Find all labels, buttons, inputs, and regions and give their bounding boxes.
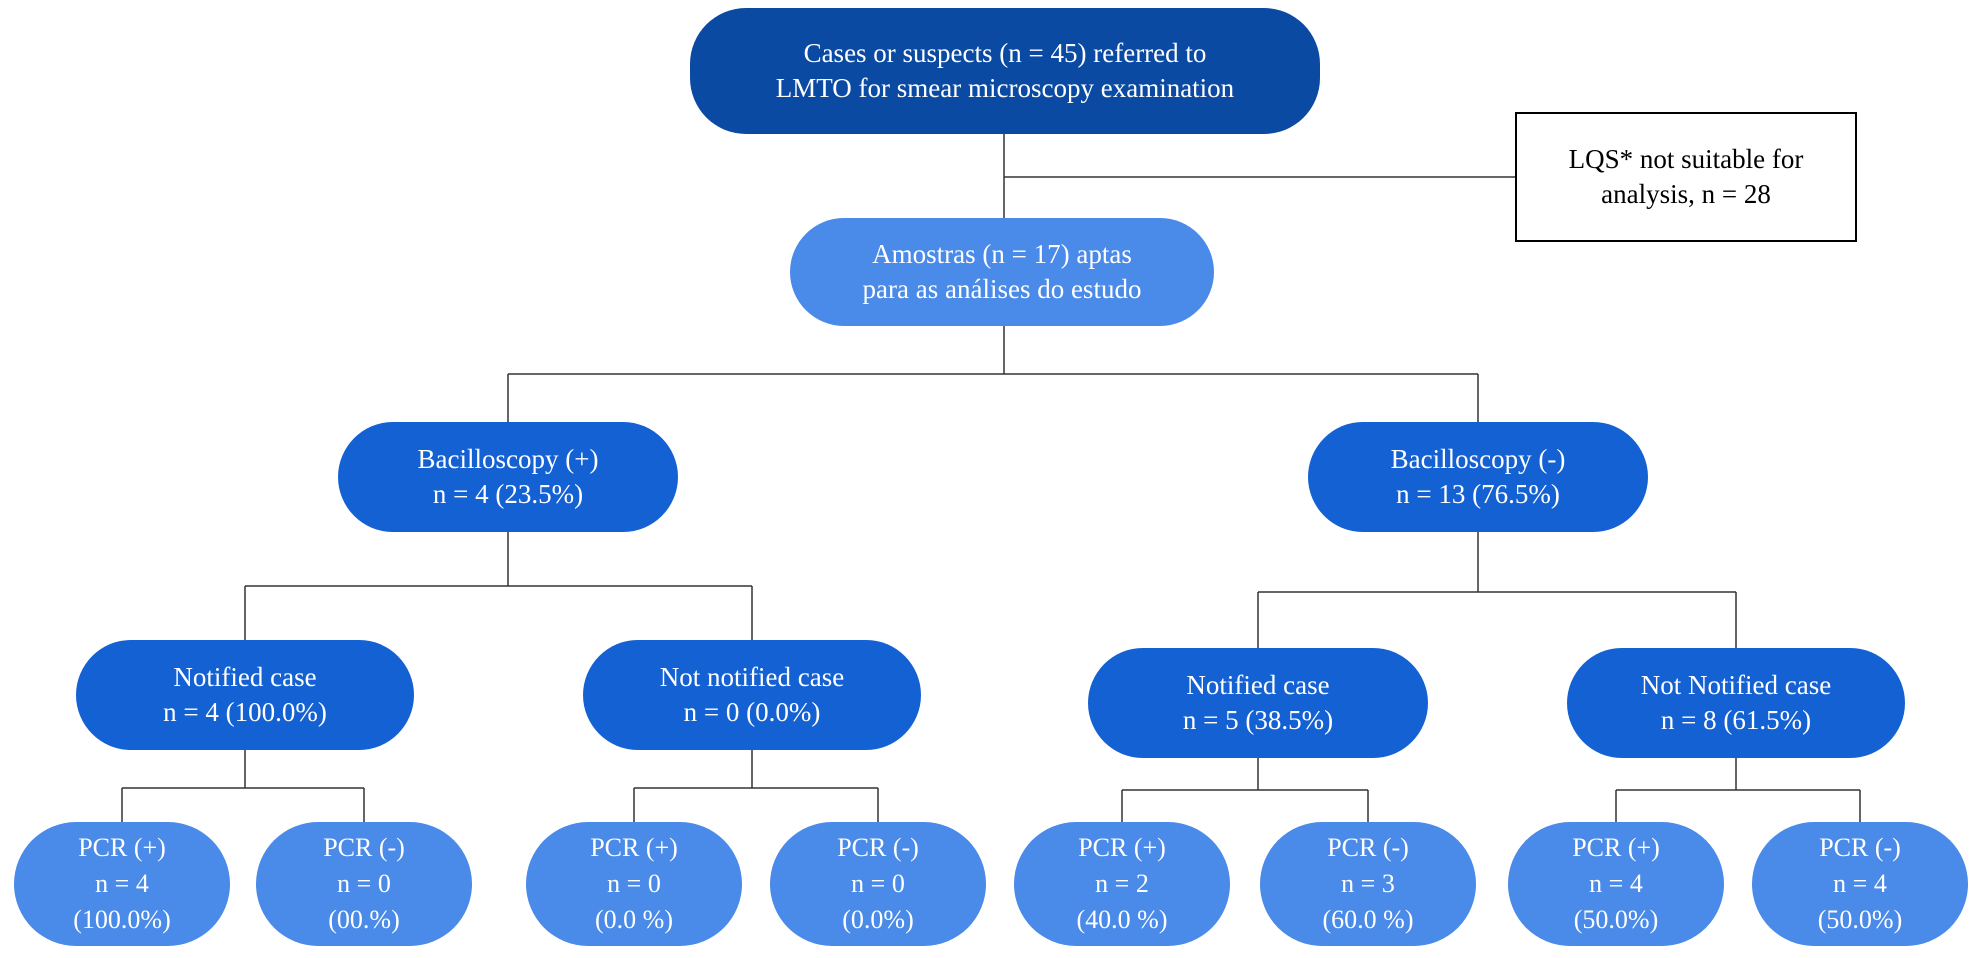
excluded-line1: LQS* not suitable for: [1568, 143, 1804, 174]
pcr-percent: (100.0%): [73, 904, 171, 934]
bacilloscopy-positive-node: Bacilloscopy (+) n = 4 (23.5%): [338, 422, 678, 532]
nc1-line1: Notified case: [173, 661, 317, 692]
pcr-count: n = 0: [607, 869, 661, 899]
nc2-line1: Notified case: [1186, 669, 1330, 700]
pcr-node-3: PCR (+) n = 0 (0.0 %): [526, 822, 742, 946]
pcr-percent: (60.0 %): [1322, 904, 1414, 934]
negative-notified-node: Notified case n = 5 (38.5%): [1088, 648, 1428, 758]
pcr-percent: (40.0 %): [1076, 904, 1168, 934]
pcr-node-2: PCR (-) n = 0 (00.%): [256, 822, 472, 946]
bpos-line2: n = 4 (23.5%): [432, 479, 584, 509]
excluded-samples-box: LQS* not suitable for analysis, n = 28: [1515, 112, 1857, 242]
nc1-line2: n = 4 (100.0%): [163, 697, 327, 727]
pcr-percent: (50.0%): [1817, 904, 1903, 934]
pcr-label: PCR (-): [1819, 833, 1901, 863]
pcr-count: n = 0: [337, 869, 391, 899]
root-line2: LMTO for smear microscopy examination: [775, 73, 1235, 103]
positive-not-notified-node: Not notified case n = 0 (0.0%): [583, 640, 921, 750]
positive-notified-node: Notified case n = 4 (100.0%): [76, 640, 414, 750]
excluded-line2: analysis, n = 28: [1601, 179, 1771, 209]
pcr-count: n = 4: [95, 869, 149, 899]
pcr-node-4: PCR (-) n = 0 (0.0%): [770, 822, 986, 946]
pcr-node-7: PCR (+) n = 4 (50.0%): [1508, 822, 1724, 946]
pcr-label: PCR (-): [323, 833, 405, 863]
bneg-line1: Bacilloscopy (-): [1390, 443, 1566, 474]
pcr-label: PCR (-): [837, 833, 919, 863]
pcr-node-5: PCR (+) n = 2 (40.0 %): [1014, 822, 1230, 946]
pcr-percent: (0.0%): [842, 904, 914, 934]
pcr-percent: (50.0%): [1573, 904, 1659, 934]
negative-not-notified-node: Not Notified case n = 8 (61.5%): [1567, 648, 1905, 758]
bpos-line1: Bacilloscopy (+): [417, 443, 599, 474]
pcr-label: PCR (+): [590, 833, 678, 863]
pcr-node-1: PCR (+) n = 4 (100.0%): [14, 822, 230, 946]
pcr-label: PCR (+): [1078, 833, 1166, 863]
pcr-node-8: PCR (-) n = 4 (50.0%): [1752, 822, 1968, 946]
root-node: Cases or suspects (n = 45) referred to L…: [690, 8, 1320, 134]
pcr-percent: (00.%): [328, 904, 400, 934]
eligible-line2: para as análises do estudo: [862, 274, 1142, 304]
bacilloscopy-negative-node: Bacilloscopy (-) n = 13 (76.5%): [1308, 422, 1648, 532]
nnc1-line1: Not notified case: [659, 661, 845, 692]
pcr-label: PCR (+): [78, 833, 166, 863]
pcr-count: n = 3: [1341, 869, 1395, 899]
pcr-label: PCR (-): [1327, 833, 1409, 863]
pcr-label: PCR (+): [1572, 833, 1660, 863]
nnc1-line2: n = 0 (0.0%): [683, 697, 821, 727]
pcr-count: n = 4: [1833, 869, 1887, 899]
eligible-line1: Amostras (n = 17) aptas: [872, 238, 1132, 269]
nnc2-line2: n = 8 (61.5%): [1660, 705, 1812, 735]
nnc2-line1: Not Notified case: [1640, 669, 1832, 700]
eligible-samples-node: Amostras (n = 17) aptas para as análises…: [790, 218, 1214, 326]
pcr-count: n = 2: [1095, 869, 1149, 899]
pcr-count: n = 0: [851, 869, 905, 899]
pcr-percent: (0.0 %): [595, 904, 673, 934]
root-line1: Cases or suspects (n = 45) referred to: [803, 37, 1207, 68]
pcr-node-6: PCR (-) n = 3 (60.0 %): [1260, 822, 1476, 946]
bneg-line2: n = 13 (76.5%): [1396, 479, 1560, 509]
nc2-line2: n = 5 (38.5%): [1182, 705, 1334, 735]
pcr-count: n = 4: [1589, 869, 1643, 899]
